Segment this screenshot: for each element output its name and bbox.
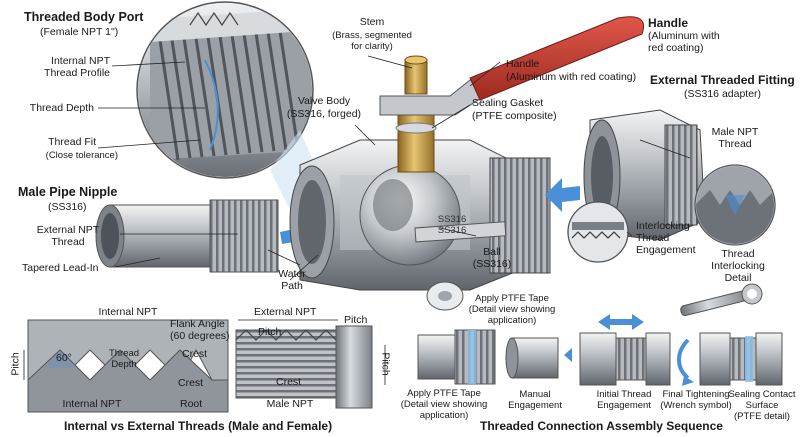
male-pipe-nipple-title: Male Pipe Nipple	[18, 185, 118, 199]
final-tightening-label: Final Tightening (Wrench symbol)	[660, 389, 732, 411]
pitch-right-top-label: Pitch	[344, 314, 368, 326]
sealing-gasket-sub: (PTFE composite)	[472, 110, 557, 122]
thread-fit-sub: (Close tolerance)	[45, 150, 118, 161]
thread-interlocking-detail-label: Thread Interlocking Detail	[711, 248, 765, 284]
seq-step-2	[505, 337, 559, 379]
ball-label: Ball (SS316)	[472, 246, 512, 270]
apply-tape-top-label: Apply PTFE Tape (Detail view showing app…	[468, 293, 556, 326]
thread-detail-zoom	[694, 164, 776, 246]
seq-rotate-arrows	[677, 338, 694, 386]
thread-depth-panel-label: Thread Depth	[108, 348, 140, 370]
sealing-gasket-label: Sealing Gasket	[472, 97, 544, 109]
pitch-left-label: Pitch	[9, 352, 22, 376]
male-pipe-nipple	[95, 199, 279, 273]
apply-tape-bottom-label: Apply PTFE Tape (Detail view showing app…	[400, 388, 488, 421]
internal-npt-profile-label: Internal NPT Thread Profile	[44, 55, 110, 79]
seq-step-4	[699, 332, 783, 386]
stem-sub: (Brass, segmented for clarity)	[332, 30, 412, 52]
handle-mid-sub: (Aluminum with red coating)	[506, 71, 637, 83]
crest-label-3: Crest	[276, 376, 302, 388]
external-fitting-title: External Threaded Fitting	[650, 73, 795, 87]
engagement-zoom	[567, 201, 629, 263]
valve-handle	[379, 16, 644, 116]
valve-body-sub: (SS316, forged)	[286, 108, 362, 120]
valve-body-label: Valve Body	[297, 95, 351, 107]
interlocking-engagement-label: Interlocking Thread Engagement	[636, 220, 696, 256]
external-npt-thread-label: External NPT Thread	[36, 224, 100, 248]
seq-step-3	[579, 332, 671, 386]
crest-label-2: Crest	[178, 377, 204, 389]
sealing-surface-label: Sealing Contact Surface (PTFE detail)	[728, 389, 796, 422]
internal-npt-top-label: Internal NPT	[98, 306, 158, 318]
handle-mid-label: Handle	[506, 58, 540, 70]
internal-npt-bottom-label: Internal NPT	[62, 398, 122, 410]
pitch-mid-label: Pitch	[258, 326, 282, 338]
handle-top-sub: (Aluminum with red coating)	[648, 30, 720, 54]
thread-fit-label: Thread Fit	[48, 136, 96, 148]
sequence-title: Threaded Connection Assembly Sequence	[480, 419, 723, 433]
ball-marking: SS316 SS316	[437, 214, 467, 236]
handle-top-title: Handle	[648, 16, 689, 30]
wrench-icon	[680, 283, 763, 316]
crest-label-1: Crest	[182, 348, 208, 360]
stem-label: Stem	[359, 16, 385, 28]
leader-lines	[97, 55, 691, 281]
male-npt-bottom-label: Male NPT	[266, 398, 314, 410]
manual-engagement-label: Manual Engagement	[508, 389, 562, 411]
threaded-body-port-sub: (Female NPT 1")	[40, 26, 119, 38]
pitch-right-side-label: Pitch	[379, 352, 392, 376]
male-npt-thread-label: Male NPT Thread	[711, 126, 759, 150]
seq-tape-roll	[426, 281, 464, 311]
initial-engagement-label: Initial Thread Engagement	[596, 389, 652, 411]
water-path-label: Water Path	[278, 268, 306, 292]
external-fitting-sub: (SS316 adapter)	[684, 88, 762, 100]
thread-depth-label: Thread Depth	[29, 102, 94, 114]
seq-step-1	[417, 329, 496, 385]
external-npt-top-label: External NPT	[254, 306, 317, 318]
valve-stem	[395, 55, 437, 173]
thread-panel-title: Internal vs External Threads (Male and F…	[64, 419, 333, 433]
assembly-sequence	[417, 281, 783, 386]
angle-label: 60°	[56, 352, 72, 364]
valve-body	[289, 139, 551, 291]
tapered-lead-in-label: Tapered Lead-In	[22, 262, 99, 274]
seq-move-arrows	[598, 314, 644, 330]
male-pipe-nipple-sub: (SS316)	[48, 201, 87, 213]
flank-angle-label: Flank Angle (60 degrees)	[170, 318, 230, 342]
root-label: Root	[180, 398, 203, 410]
threaded-body-port-title: Threaded Body Port	[24, 10, 144, 24]
flow-arrow-right	[545, 178, 580, 212]
thread-comparison-panel	[23, 319, 386, 413]
external-fitting	[583, 109, 706, 241]
